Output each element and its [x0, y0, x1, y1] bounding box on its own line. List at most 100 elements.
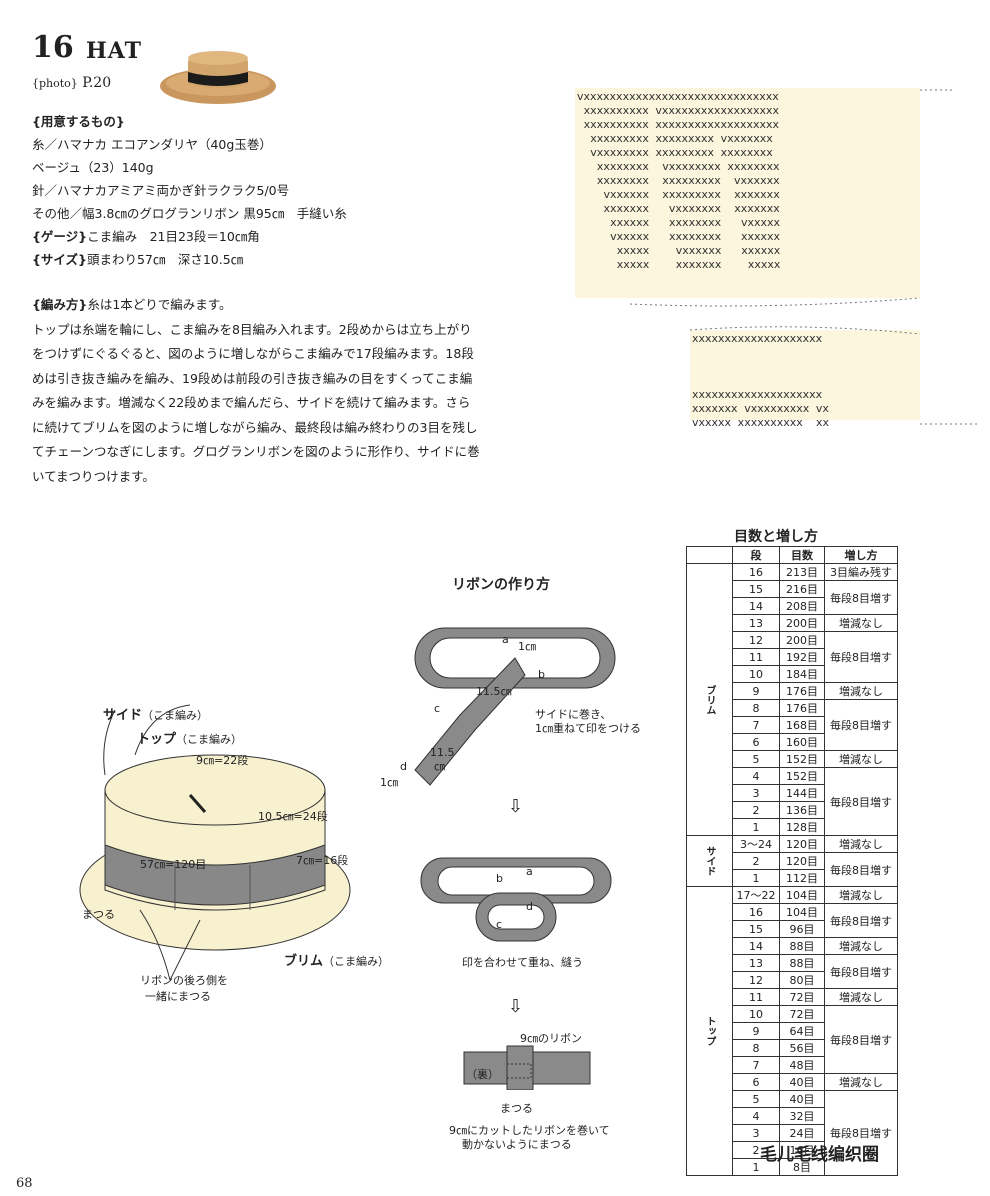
- row-cell: 5: [732, 1090, 780, 1108]
- ribbon-len2a: 11.5: [430, 746, 455, 759]
- method-cell: 3目編み残す: [824, 563, 898, 581]
- row-cell: 11: [732, 988, 780, 1006]
- count-cell: 48目: [779, 1056, 825, 1074]
- row-cell: 11: [732, 648, 780, 666]
- row-cell: 3: [732, 1124, 780, 1142]
- watermark: 毛儿毛线编织圈: [760, 1145, 879, 1165]
- materials-line: その他／幅3.8㎝のグログランリボン 黒95㎝ 手縫い糸: [32, 206, 347, 221]
- ribbon-final-2: 動かないようにまつる: [462, 1138, 572, 1151]
- count-cell: 112目: [779, 869, 825, 887]
- method-line: に続けてブリムを図のように増しながら編み、最終段は編み終わりの3目を残し: [32, 419, 478, 435]
- ribbon-title: リボンの作り方: [452, 577, 550, 593]
- method-cell: 増減なし: [824, 614, 898, 632]
- top-label: トップ: [137, 732, 177, 747]
- ribbon-step2-note: 印を合わせて重ね、縫う: [462, 956, 583, 969]
- method-cell: 毎段8目増す: [824, 767, 898, 836]
- ribbon-final-1: 9㎝にカットしたリボンを巻いて: [449, 1124, 610, 1137]
- brim-label: ブリム: [284, 954, 324, 969]
- count-cell: 152目: [779, 750, 825, 768]
- row-cell: 13: [732, 954, 780, 972]
- gauge-value: こま編み 21目23段＝10㎝角: [87, 229, 260, 244]
- ribbon-step2: [420, 857, 612, 942]
- side-label: サイド: [103, 708, 143, 723]
- size-value: 頭まわり57㎝ 深さ10.5㎝: [86, 252, 244, 267]
- chart-dotted-outline: [629, 89, 953, 307]
- row-cell: 12: [732, 631, 780, 649]
- ribbon2-a: a: [526, 865, 533, 878]
- pattern-title: HAT: [86, 38, 143, 64]
- count-cell: 80目: [779, 971, 825, 989]
- method-line: てチェーンつなぎにします。グログランリボンを図のように形作り、サイドに巻: [32, 444, 480, 459]
- brim-dimension: 7㎝=16段: [296, 854, 349, 867]
- count-cell: 40目: [779, 1090, 825, 1108]
- count-cell: 176目: [779, 682, 825, 700]
- height-dimension: 10.5㎝=24段: [258, 810, 328, 823]
- method-cell: 毎段8目増す: [824, 852, 898, 887]
- count-cell: 64目: [779, 1022, 825, 1040]
- photo-tag: {photo}: [32, 77, 78, 90]
- count-cell: 152目: [779, 767, 825, 785]
- down-arrow-icon: ⇩: [508, 796, 524, 817]
- row-cell: 14: [732, 597, 780, 615]
- row-cell: 9: [732, 1022, 780, 1040]
- side-sub: （こま編み）: [142, 709, 209, 722]
- method-intro: 糸は1本どりで編みます。: [87, 297, 232, 312]
- method-cell: 毎段8目増す: [824, 1005, 898, 1074]
- row-cell: 5: [732, 750, 780, 768]
- ribbon-a: a: [502, 633, 509, 646]
- row-cell: 3: [732, 784, 780, 802]
- stitch-symbols: ⅴⅹⅹⅹⅹⅹⅹⅹⅹⅹⅹⅹⅹⅹⅹⅹⅹⅹⅹⅹⅹⅹⅹⅹⅹⅹⅹⅹⅹⅹⅹ ⅹⅹⅹⅹⅹⅹⅹⅹ…: [577, 90, 781, 271]
- ribbon-ura: （裏）: [466, 1068, 499, 1081]
- materials-line: 糸／ハマナカ エコアンダリヤ（40g玉巻）: [32, 137, 272, 152]
- materials-heading: {用意するもの}: [32, 114, 125, 129]
- ribbon3-matsuru: まつる: [500, 1102, 533, 1115]
- count-cell: 120目: [779, 835, 825, 853]
- label-top: トップ（こま編み）: [137, 728, 242, 747]
- count-cell: 136目: [779, 801, 825, 819]
- count-cell: 32目: [779, 1107, 825, 1125]
- count-cell: 104目: [779, 886, 825, 904]
- gauge-heading: {ゲージ}: [32, 229, 88, 244]
- count-cell: 16目: [779, 1141, 825, 1159]
- count-cell: 8目: [779, 1158, 825, 1176]
- method-cell: 増減なし: [824, 1073, 898, 1091]
- count-cell: 88目: [779, 954, 825, 972]
- hat-diagram: [79, 704, 351, 981]
- ribbon-note-1b: 1㎝重ねて印をつける: [535, 722, 641, 735]
- row-cell: 14: [732, 937, 780, 955]
- method-cell: 増減なし: [824, 937, 898, 955]
- ribbon-len2b: ㎝: [434, 760, 445, 773]
- ribbon-c: c: [434, 702, 441, 715]
- page-number: 68: [16, 1176, 33, 1191]
- count-cell: 216目: [779, 580, 825, 598]
- ribbon-step3: [463, 1045, 591, 1090]
- count-cell: 128目: [779, 818, 825, 836]
- ribbon-len1: 11.5㎝: [476, 685, 512, 698]
- col-header-method: 増し方: [824, 546, 898, 564]
- count-cell: 168目: [779, 716, 825, 734]
- method-cell: 増減なし: [824, 886, 898, 904]
- stitch-chart-brim: ⅴⅹⅹⅹⅹⅹⅹⅹⅹⅹⅹⅹⅹⅹⅹⅹⅹⅹⅹⅹⅹⅹⅹⅹⅹⅹⅹⅹⅹⅹⅹ ⅹⅹⅹⅹⅹⅹⅹⅹ…: [575, 88, 920, 298]
- circumference-dimension: 57㎝=120目: [140, 858, 207, 871]
- method-cell: 増減なし: [824, 988, 898, 1006]
- materials-line: ベージュ（23）140g: [32, 160, 154, 175]
- row-cell: 7: [732, 716, 780, 734]
- ribbon-9cm: 9㎝のリボン: [520, 1032, 582, 1045]
- section-label-side: サイド: [686, 835, 733, 887]
- size-heading: {サイズ}: [32, 252, 87, 267]
- col-header-count: 目数: [779, 546, 825, 564]
- row-cell: 10: [732, 1005, 780, 1023]
- count-cell: 213目: [779, 563, 825, 581]
- row-cell: 16: [732, 903, 780, 921]
- method-line: みを編みます。増減なく22段めまで編んだら、サイドを続けて編みます。さら: [32, 395, 471, 410]
